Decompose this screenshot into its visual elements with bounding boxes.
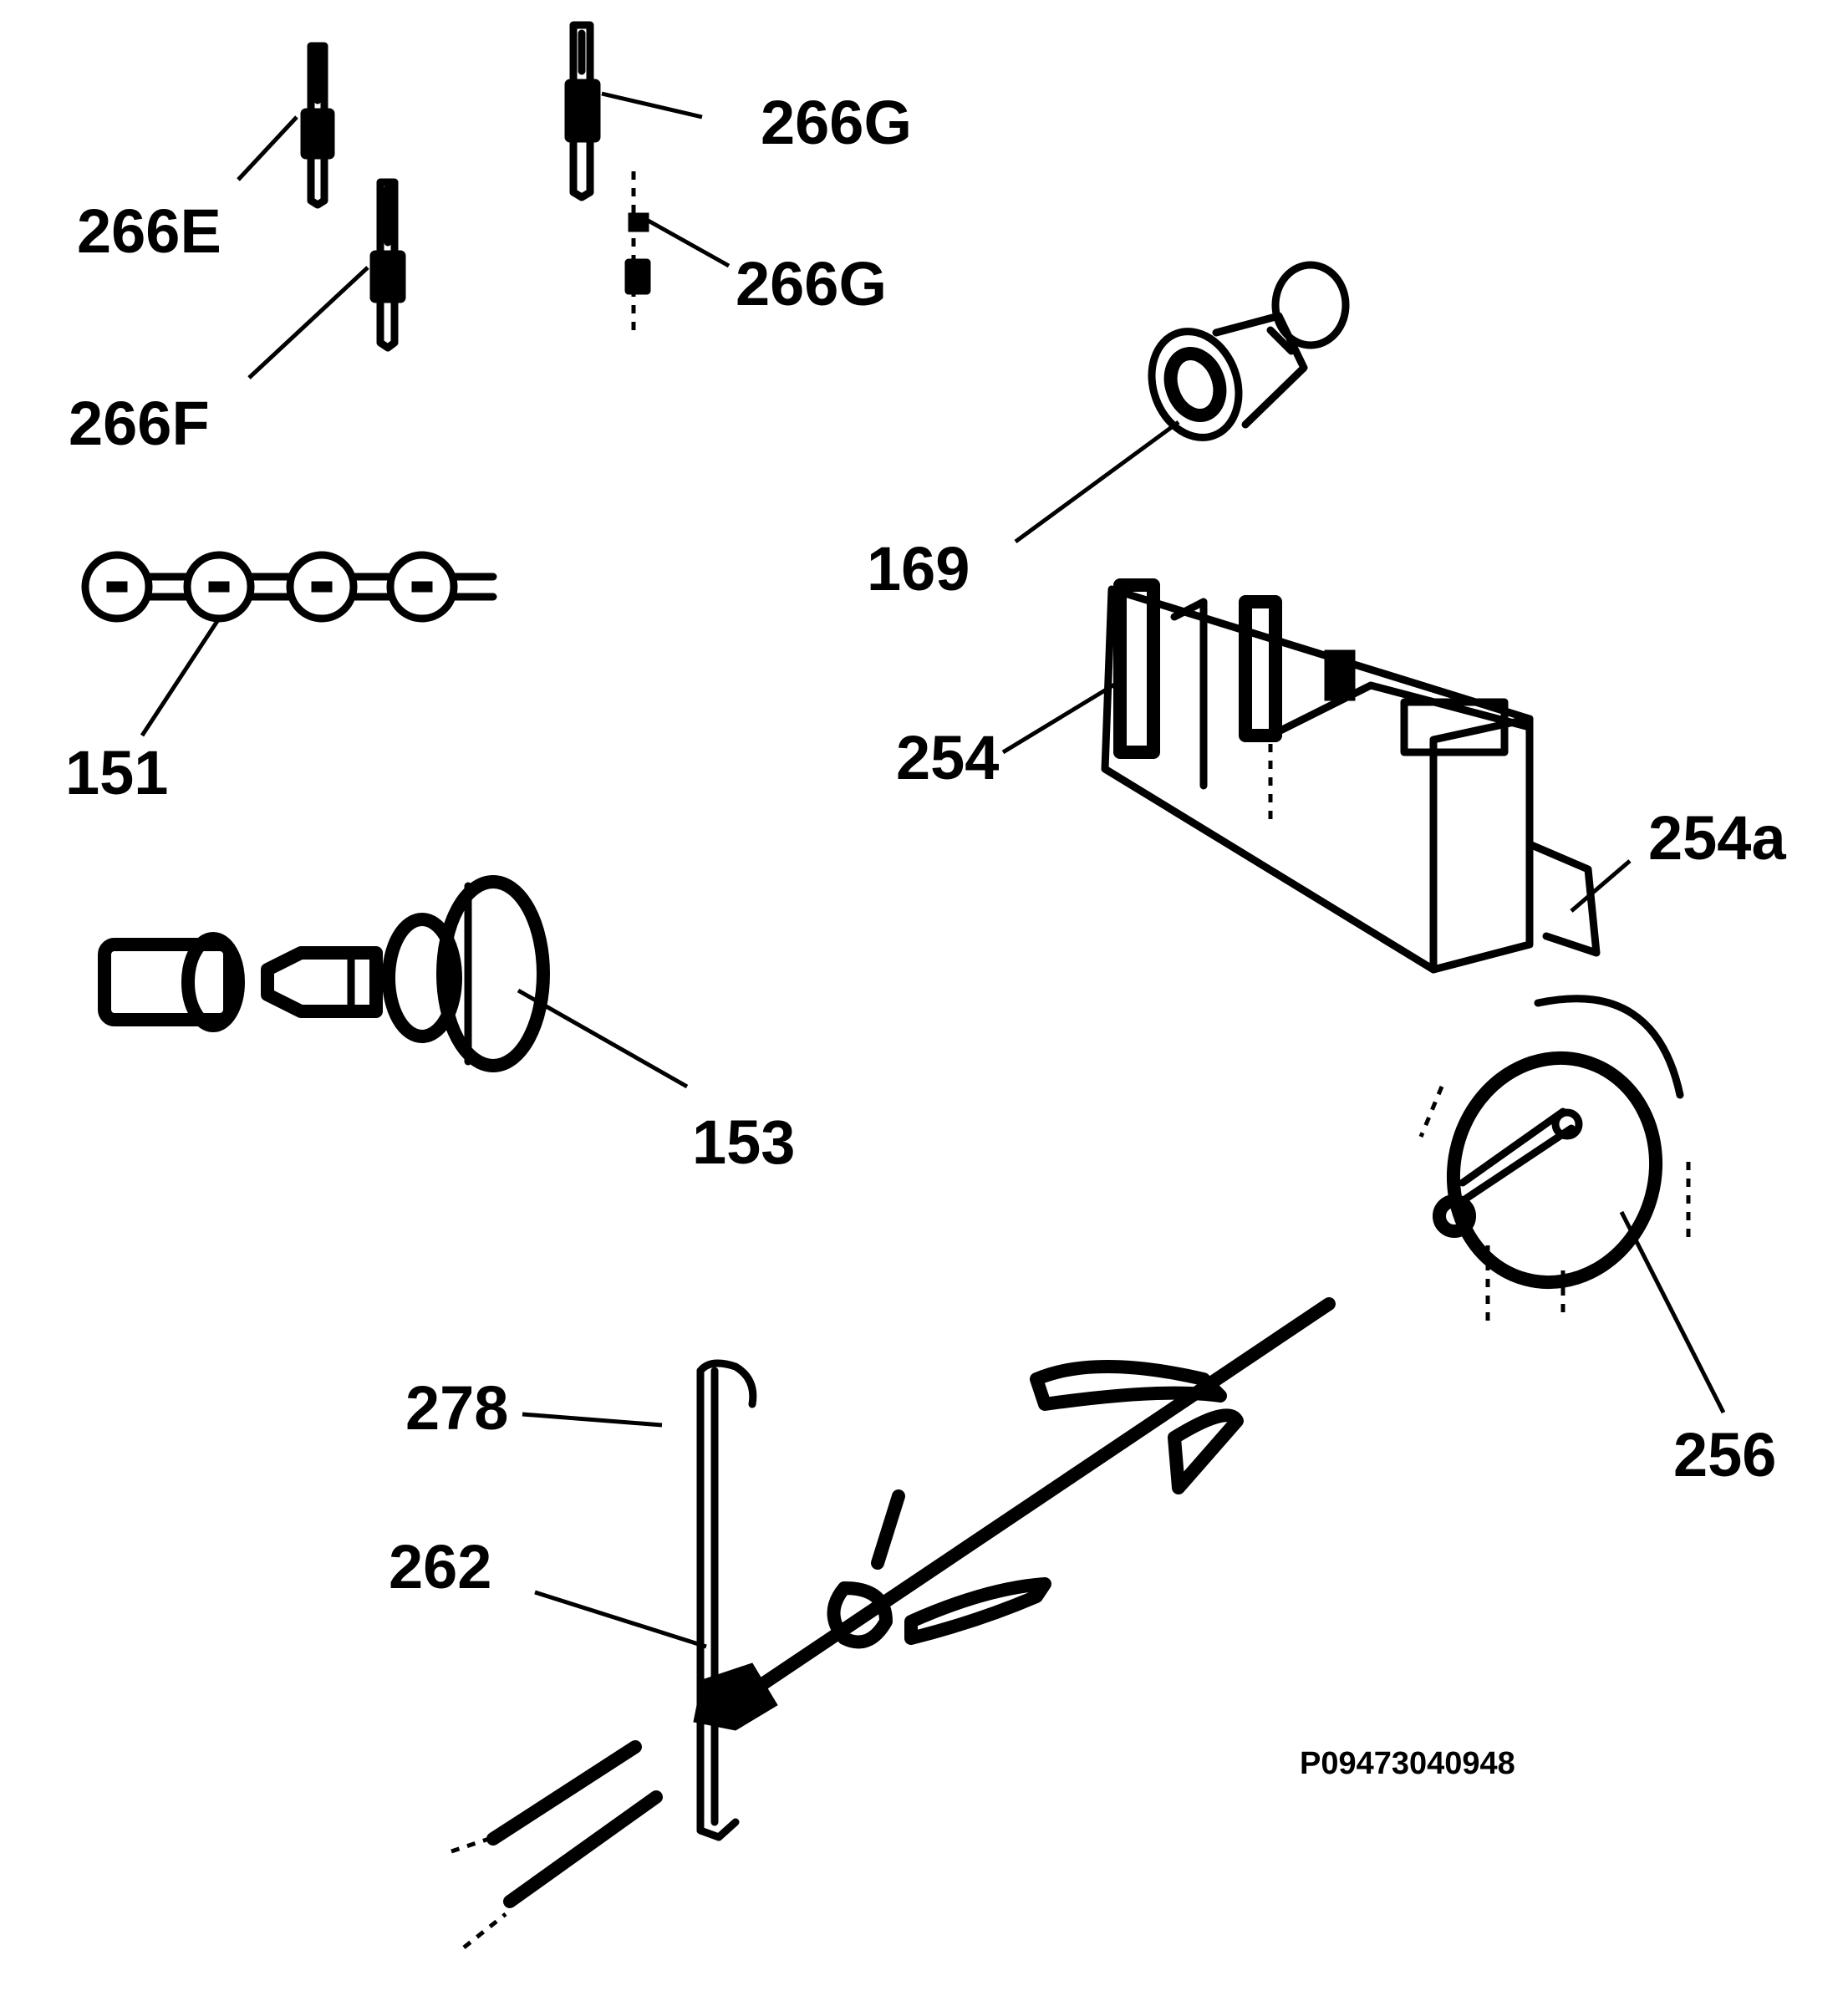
leader-169 (1014, 420, 1180, 544)
part-266F-electrode (369, 178, 406, 352)
leader-254a (1570, 859, 1632, 913)
drawing-code: P09473040948 (1300, 1746, 1515, 1781)
label-266E: 266E (77, 196, 221, 266)
part-266G-mid-pin (624, 171, 651, 330)
label-266G-top: 266G (761, 88, 912, 157)
leader-151 (140, 617, 221, 737)
label-266F: 266F (69, 389, 210, 458)
leader-266E (237, 115, 298, 181)
part-169-knob (1148, 261, 1350, 441)
leader-153 (517, 988, 689, 1089)
leader-278 (522, 1412, 663, 1428)
leader-262 (534, 1590, 707, 1649)
label-266G-mid: 266G (736, 249, 887, 318)
label-262: 262 (389, 1532, 491, 1601)
part-256-thermostat (1418, 995, 1691, 1321)
label-278: 278 (405, 1373, 508, 1443)
part-262-linkage (451, 1297, 1336, 1949)
part-278-rod (696, 1359, 757, 1841)
part-266E-electrode (300, 42, 335, 209)
part-151-link-chain (81, 551, 497, 623)
part-254-ignition-module (1101, 578, 1601, 974)
leader-266G-top (601, 91, 703, 120)
label-153: 153 (692, 1107, 795, 1177)
part-153-lamp-assembly (98, 875, 550, 1072)
label-256: 256 (1673, 1420, 1776, 1489)
leader-254 (1001, 679, 1122, 755)
label-151: 151 (65, 738, 168, 807)
label-254a: 254a (1648, 803, 1786, 873)
label-254: 254 (896, 723, 999, 792)
part-266G-top-electrode (564, 21, 601, 201)
label-169: 169 (867, 534, 970, 603)
leader-256 (1619, 1210, 1726, 1414)
leader-266F (247, 266, 369, 379)
leader-266G-mid (644, 216, 731, 268)
